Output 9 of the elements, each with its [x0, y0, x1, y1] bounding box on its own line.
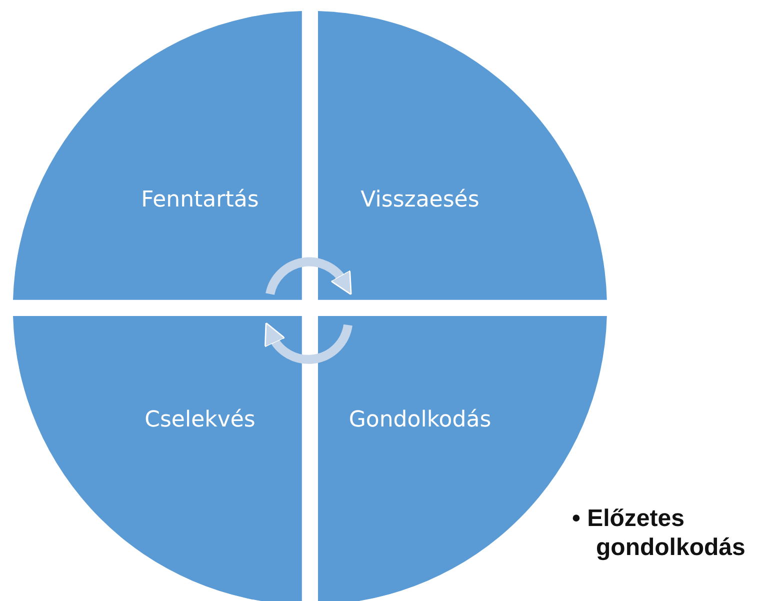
bullet-text: • Előzetes gondolkodás	[572, 505, 746, 563]
segment-label: Gondolkodás	[348, 408, 492, 432]
quadrant-segment	[318, 11, 607, 300]
segment-label: Fenntartás	[141, 187, 259, 212]
cycle-arrow	[266, 257, 353, 296]
quadrant-segment	[13, 11, 302, 300]
quadrant-segment	[13, 316, 302, 601]
segment-label: Visszaesés	[360, 187, 480, 212]
segment-label: Cselekvés	[144, 408, 256, 432]
